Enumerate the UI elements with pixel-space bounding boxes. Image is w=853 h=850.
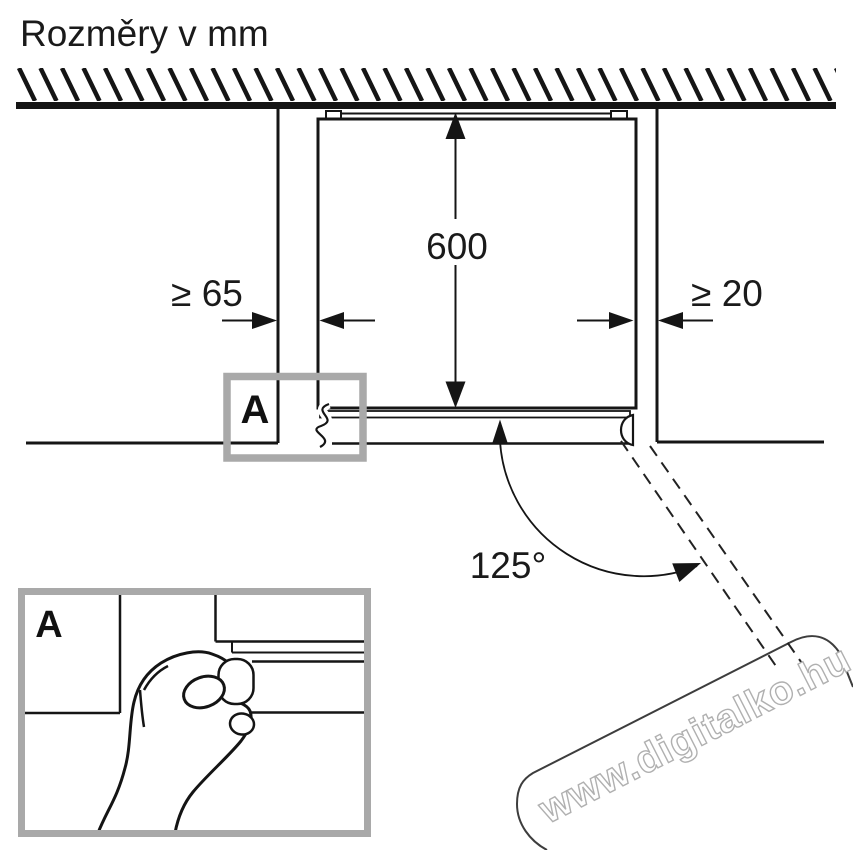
niche-walls [26,109,824,445]
door-swing-dashed-line-2 [649,445,807,670]
arrow-right-icon [252,312,277,329]
door-swing [620,440,807,670]
dim-right-clearance: ≥ 20 [577,273,763,329]
ceiling-wall [16,68,836,109]
inset-door-grip-lip [217,657,255,706]
hand-crease-line [138,689,146,728]
arrow-left-icon [319,312,344,329]
dim-right-clearance-label: ≥ 20 [691,273,763,314]
open-door-outline [515,635,853,850]
arrow-up-icon [492,419,508,444]
detail-callout-box [223,372,367,462]
dim-left-clearance: ≥ 65 [171,273,375,329]
ceiling-hatch [16,68,836,101]
page-title: Rozměry v mm [20,13,269,54]
arrow-right-icon [672,563,701,583]
break-squiggle-left [315,402,330,448]
fingertip [182,674,226,710]
detail-inset: A [18,588,371,837]
dim-depth-label: 600 [426,226,488,267]
detail-inset-label: A [35,604,62,646]
detail-callout-label: A [241,388,270,432]
watermark: www.digitalko.hu [531,636,853,833]
arrow-down-icon [445,381,466,408]
arrow-left-icon [658,312,683,329]
dim-depth: 600 [426,112,488,408]
arrow-up-icon [445,112,466,139]
watermark-text: www.digitalko.hu [531,637,853,833]
door-angle-label: 125° [470,545,547,586]
detail-callout: A [223,372,367,462]
door-swing-dashed-line-1 [620,440,779,670]
dim-depth-label-gap [427,219,485,265]
door-hinge-knuckle [619,413,635,447]
thumbnail [228,712,256,736]
appliance [311,110,638,451]
door-angle: 125° [470,419,701,586]
door-angle-arc [499,440,698,578]
arrow-right-icon [609,312,634,329]
dim-left-clearance-label: ≥ 65 [171,273,243,314]
finger-edge-line [142,664,169,691]
detail-inset-box [18,588,371,837]
